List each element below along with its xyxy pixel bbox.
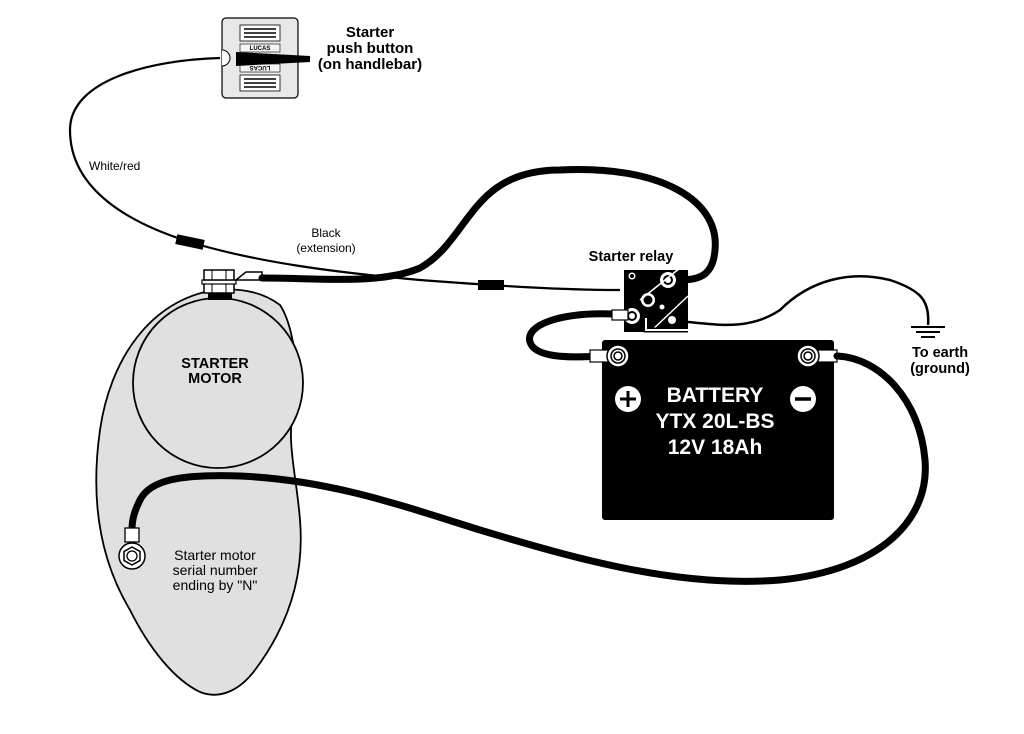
- black-ext-label-2: (extension): [296, 241, 355, 255]
- wire-battery-negative-to-motor: [128, 352, 929, 585]
- earth-label-2: (ground): [910, 361, 970, 377]
- wire-motor-to-relay: [258, 166, 719, 284]
- earth-label-1: To earth: [912, 345, 968, 361]
- starter-push-button[interactable]: LUCAS LUCAS: [221, 17, 310, 99]
- battery-label-line2: YTX 20L-BS: [655, 410, 774, 433]
- connector-2: [478, 280, 504, 290]
- motor-terminal: [201, 269, 263, 300]
- push-button-label-2: push button: [327, 40, 414, 57]
- wire-relay-to-earth: [687, 275, 930, 327]
- ground-symbol-icon: [911, 326, 945, 338]
- relay-label: Starter relay: [589, 249, 674, 265]
- battery[interactable]: BATTERY YTX 20L-BS 12V 18Ah: [589, 340, 838, 520]
- serial-label-3: ending by "N": [173, 577, 258, 593]
- starter-relay[interactable]: [624, 267, 689, 333]
- switch-brand-bottom: LUCAS: [250, 64, 271, 70]
- motor-label-2: MOTOR: [188, 371, 242, 387]
- switch-brand-top: LUCAS: [250, 46, 271, 52]
- white-red-label: White/red: [89, 159, 140, 173]
- connector-1: [175, 234, 205, 250]
- push-button-label-3: (on handlebar): [318, 56, 422, 73]
- battery-label-line1: BATTERY: [667, 384, 764, 407]
- black-ext-label-1: Black: [311, 226, 341, 240]
- motor-label-1: STARTER: [181, 356, 249, 372]
- battery-label-line3: 12V 18Ah: [668, 436, 763, 459]
- push-button-label-1: Starter: [346, 24, 395, 41]
- serial-label-2: serial number: [173, 562, 258, 578]
- relay-lug-left: [611, 309, 629, 321]
- wire-relay-to-battery-positive: [526, 310, 618, 361]
- motor-ground-lug: [118, 527, 146, 570]
- serial-label-1: Starter motor: [174, 547, 256, 563]
